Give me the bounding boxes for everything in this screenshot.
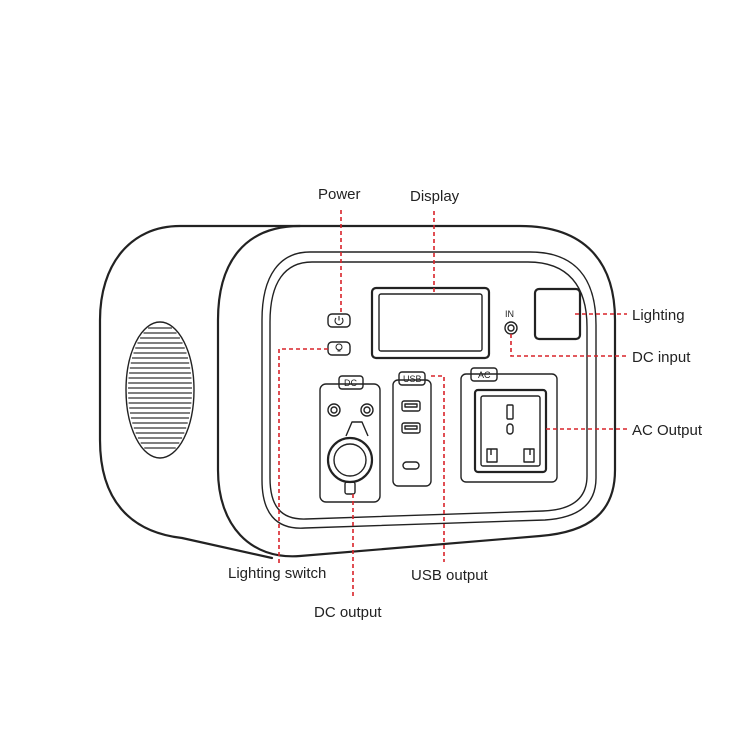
lighting-switch-button [327,341,351,356]
ac-output-section: AC [460,367,558,483]
label-display: Display [410,188,460,205]
usb-output-section: USB [392,371,432,487]
display-screen [370,286,491,360]
fan-grille [125,321,195,459]
label-dc-output: DC output [314,604,382,621]
power-icon [334,316,344,326]
label-dc-input: DC input [632,349,691,366]
label-usb-output: USB output [411,567,489,584]
label-lighting-switch: Lighting switch [228,565,326,582]
lighting-panel [533,287,582,341]
usb-tag: USB [403,374,422,384]
callout-dc-input [510,334,627,357]
callout-lines [278,210,627,598]
callout-lighting-switch [278,348,328,563]
ac-tag: AC [478,370,491,380]
callout-usb-output [431,375,445,562]
dc-tag: DC [344,378,357,388]
bulb-icon [335,343,343,352]
dc-input-port: IN [504,309,518,335]
dc-output-section: DC [319,375,381,503]
callout-labels: Power Display Lighting DC input AC Outpu… [228,186,703,621]
label-power: Power [318,186,361,203]
device-body [98,224,617,560]
label-ac-output: AC Output [632,422,703,439]
dc-input-tag: IN [505,309,514,319]
power-button [327,313,351,328]
label-lighting: Lighting [632,307,685,324]
